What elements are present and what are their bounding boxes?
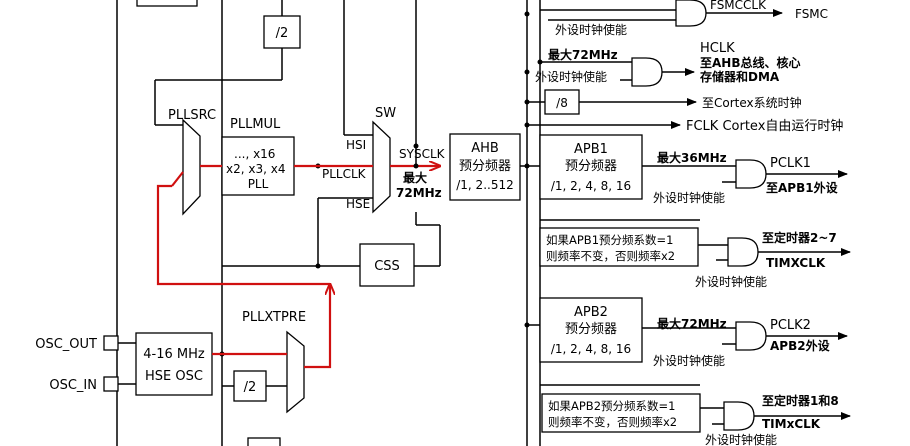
apb2-line-3: /1, 2, 4, 8, 16 xyxy=(551,342,631,356)
periph-enable-5: 外设时钟使能 xyxy=(705,432,777,446)
div2-top-label: /2 xyxy=(276,26,289,41)
tim1-line-2: 则频率不变，否则频率x2 xyxy=(546,249,675,263)
apb1-line-2: 预分频器 xyxy=(565,159,617,174)
tim1-condition-box xyxy=(539,227,699,267)
periph-enable-2: 外设时钟使能 xyxy=(535,69,607,84)
apb2-line-2: 预分频器 xyxy=(565,322,617,337)
css-box xyxy=(359,243,415,287)
ahb-prescaler-box xyxy=(449,133,521,201)
osc-in-pin xyxy=(103,376,119,392)
apb1-line-1: APB1 xyxy=(574,142,608,157)
periph-enable-5-apb2: 外设时钟使能 xyxy=(653,353,725,368)
pllsrc-label: PLLSRC xyxy=(168,108,216,123)
fsmcclk-label: FSMCCLK xyxy=(710,0,767,12)
hclk-label: HCLK xyxy=(700,41,735,56)
osc-in-label: OSC_IN xyxy=(49,378,97,393)
apb1-line-3: /1, 2, 4, 8, 16 xyxy=(551,179,631,193)
pll-box xyxy=(221,136,295,196)
pclk2-label: PCLK2 xyxy=(770,318,811,333)
pllclk-label: PLLCLK xyxy=(322,167,367,181)
sw-mux xyxy=(372,120,391,214)
apb1-prescaler-box xyxy=(539,134,643,200)
timxclk1-label: TIMXCLK xyxy=(766,256,826,270)
periph-enable-1: 外设时钟使能 xyxy=(555,22,627,37)
css-label: CSS xyxy=(374,259,400,274)
pllsrc-mux xyxy=(182,118,201,216)
div8-label: /8 xyxy=(556,96,568,110)
to-timer18-label: 至定时器1和8 xyxy=(762,393,839,408)
fsmc-gate xyxy=(540,0,783,27)
ahb-line-1: AHB xyxy=(471,141,499,156)
to-apb2-label: APB2外设 xyxy=(770,338,831,353)
hclk-gate xyxy=(631,57,663,87)
fsmc-label: FSMC xyxy=(795,7,828,21)
pll-line-3: PLL xyxy=(248,177,269,191)
highlight-path xyxy=(156,164,373,369)
apb2-line-1: APB2 xyxy=(574,305,608,320)
max72-apb2: 最大72MHz xyxy=(657,316,727,331)
div2-bottom-label: /2 xyxy=(244,380,257,395)
pll-line-1: ..., x16 xyxy=(234,147,275,161)
periph-enable-4: 外设时钟使能 xyxy=(695,274,767,289)
sw-label: SW xyxy=(375,106,396,121)
sysclk-label: SYSCLK xyxy=(399,147,446,161)
pclk2-gate xyxy=(735,321,767,351)
hclk-desc-1: 至AHB总线、核心 xyxy=(700,55,800,70)
to-timer27-label: 至定时器2~7 xyxy=(762,230,837,245)
hclk-desc-2: 存储器和DMA xyxy=(699,69,780,84)
max-sys-2: 72MHz xyxy=(396,186,442,200)
apb2-prescaler-box xyxy=(539,297,643,363)
hse-osc-line-1: 4-16 MHz xyxy=(143,347,205,362)
tim1-line-1: 如果APB1预分频系数=1 xyxy=(546,233,673,247)
pllmul-label: PLLMUL xyxy=(230,117,281,132)
osc-out-label: OSC_OUT xyxy=(35,337,97,352)
pclk1-gate xyxy=(735,159,767,189)
ahb-line-3: /1, 2..512 xyxy=(456,178,513,192)
timxclk2-label: TIMxCLK xyxy=(762,417,821,431)
hse-label: HSE xyxy=(346,197,370,211)
hse-osc-line-2: HSE OSC xyxy=(145,369,203,384)
osc-out-pin xyxy=(103,335,119,351)
to-apb1-label: 至APB1外设 xyxy=(766,180,839,195)
div8-box xyxy=(544,89,580,115)
periph-enable-3: 外设时钟使能 xyxy=(653,190,725,205)
tim2-condition-box xyxy=(541,393,701,433)
hsi-label: HSI xyxy=(346,138,366,152)
max72-top: 最大72MHz xyxy=(548,47,618,62)
pllxtpre-mux xyxy=(286,330,305,414)
tim2-line-1: 如果APB2预分频系数=1 xyxy=(548,399,675,413)
max36-label: 最大36MHz xyxy=(657,150,727,165)
timx2-gate xyxy=(723,401,755,431)
hse-osc-box xyxy=(135,332,213,396)
max-sys-1: 最大 xyxy=(403,170,427,185)
pll-line-2: x2, x3, x4 xyxy=(226,162,285,176)
tim2-line-2: 则频率不变，否则频率x2 xyxy=(548,415,677,429)
pclk1-label: PCLK1 xyxy=(770,156,811,171)
timx1-gate xyxy=(727,237,759,267)
ahb-line-2: 预分频器 xyxy=(459,159,511,174)
to-cortex-label: 至Cortex系统时钟 xyxy=(702,95,802,110)
fclk-label: FCLK Cortex自由运行时钟 xyxy=(686,118,843,134)
pllxtpre-label: PLLXTPRE xyxy=(242,310,306,325)
